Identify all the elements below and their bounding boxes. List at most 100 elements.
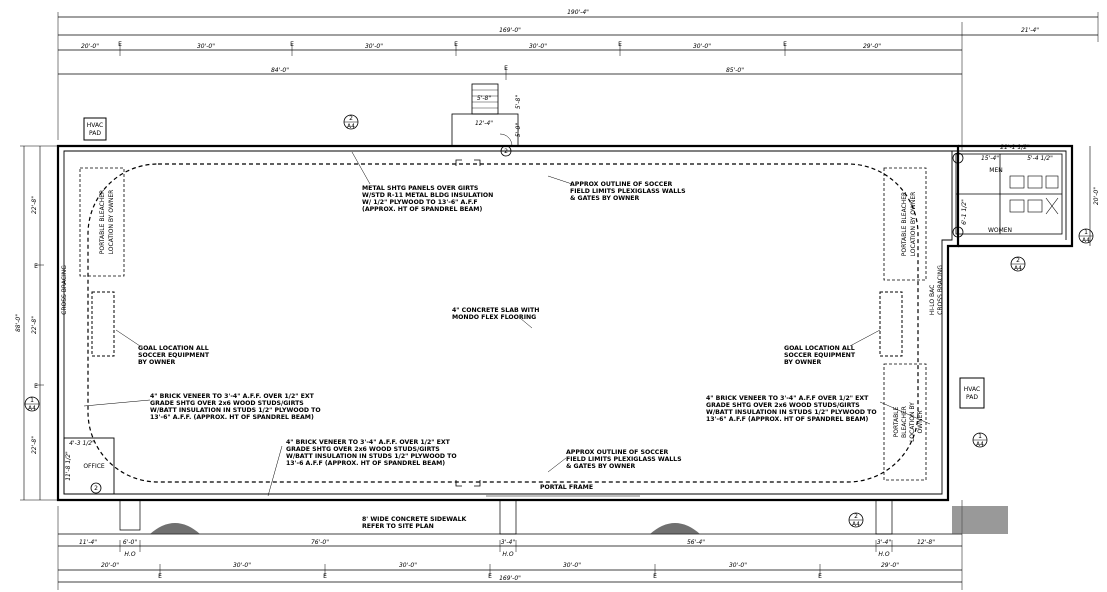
dim-ho: H.O [124,551,135,558]
dim-bottom-a-2: 6'-0" [123,539,137,546]
callout-sheet: A4 [1082,237,1090,244]
callout-sheet: A4 [1014,265,1022,272]
soccer-top-note: & GATES BY OWNER [570,195,639,202]
grid-marker: E [783,41,787,48]
goal-box-left [91,291,115,357]
bleacher-right-bottom-label: OWNER [917,410,924,433]
callout-number: 1 [978,433,982,440]
goal-left-note: SOCCER EQUIPMENT [138,352,210,359]
grid-marker: E [618,41,622,48]
dim-bottom-b-1: 20'-0" [101,562,119,569]
dim-office-h: 11'-8 1/2" [65,451,72,481]
portal-frame-label: PORTAL FRAME [540,484,593,491]
dim-restroom-v: 6'-1 1/2" [961,199,968,225]
dim-bottom-a-5: 56'-4" [687,539,705,546]
women-label: WOMEN [988,227,1012,234]
bottom-dimension-lines [58,540,962,583]
grid-marker: E [34,383,38,390]
hvac-pad-label: HVAC [964,386,980,393]
dim-bottom-b-4: 30'-0" [563,562,581,569]
soccer-field-outline [87,163,919,483]
soccer-bottom-note: APPROX OUTLINE OF SOCCER [566,449,669,456]
hvac-pad-label: PAD [89,130,101,137]
door-tag: 2 [504,148,508,155]
hvac-pad-top [83,117,107,141]
dim-stair-b: 12'-4" [475,120,493,127]
dim-bottom-b-6: 29'-0" [881,562,899,569]
building-walls [56,144,1074,502]
dim-top-mid-right: 85'-0" [726,67,744,74]
sidewalk-note: REFER TO SITE PLAN [362,523,434,530]
metal-note: W/STD R-11 METAL BLDG INSULATION [362,192,493,199]
dim-top-seg-5: 30'-0" [693,43,711,50]
grid-marker: E [454,41,458,48]
dim-office-w: 4'-3 1/2" [69,440,95,447]
metal-note: (APPROX. HT OF SPANDREL BEAM) [362,206,482,213]
restroom-block [955,153,1063,235]
goal-left-note: GOAL LOCATION ALL [138,345,209,352]
dim-left-extent: 169'-0" [499,27,521,34]
dim-bottom-b-3: 30'-0" [399,562,417,569]
dim-right-extent: 21'-4" [1021,27,1039,34]
grid-marker: E [818,573,822,580]
brick-right-note: GRADE SHTG OVER 2x6 WOOD STUDS/GIRTS [706,402,860,409]
dim-left-seg-3: 22'-8" [31,436,38,454]
grid-marker: E [504,65,508,72]
grid-marker: E [158,573,162,580]
callout-sheet: A4 [347,123,355,130]
dim-right-side: 20'-0" [1093,187,1100,205]
office-room [63,437,115,495]
slab-note: 4" CONCRETE SLAB WITH [452,307,539,314]
soccer-bottom-note: FIELD LIMITS PLEXIGLASS WALLS [566,456,682,463]
section-callouts [24,114,1094,528]
dim-bottom-a-7: 12'-8" [917,539,935,546]
dim-overall-top: 190'-4" [567,9,589,16]
door-tag: 2 [94,485,98,492]
brick-right-note: 4" BRICK VENEER TO 3'-4" A.F.F OVER 1/2"… [706,395,869,402]
soccer-top-note: FIELD LIMITS PLEXIGLASS WALLS [570,188,686,195]
brick-right-note: W/BATT INSULATION IN STUDS 1/2" PLYWOOD … [706,409,877,416]
bleacher-right-top-label: PORTABLE BLEACHER [901,192,908,256]
callout-sheet: A4 [852,521,860,528]
brick-left-note: GRADE SHTG OVER 2x6 WOOD STUDS/GIRTS [150,400,304,407]
brick-bottom-note: W/BATT INSULATION IN STUDS 1/2" PLYWOOD … [286,453,457,460]
bleacher-right-top-label: LOCATION BY OWNER [910,192,917,257]
goal-right-note: SOCCER EQUIPMENT [784,352,856,359]
note-leaders [83,151,931,497]
dim-bottom-a-6: 3'-4" [877,539,891,546]
dim-ho: H.O [878,551,889,558]
bleacher-right-bottom-label: PORTABLE [893,406,900,437]
sidewalk [57,500,1008,590]
bleacher-left-label: LOCATION BY OWNER [108,190,115,255]
dim-top-seg-2: 30'-0" [197,43,215,50]
left-dimension-lines [20,145,1091,501]
dim-ho: H.O [502,551,513,558]
grid-marker: E [118,41,122,48]
grid-marker: E [323,573,327,580]
dim-bottom-b-5: 30'-0" [729,562,747,569]
metal-note: METAL SHTG PANELS OVER GIRTS [362,185,478,192]
slab-note: MONDO FLEX FLOORING [452,314,536,321]
cross-bracing-right-label: CROSS BRACING [937,265,944,315]
dim-restroom-b: 15'-4" [981,155,999,162]
grid-marker: E [488,573,492,580]
dim-top-mid-left: 84'-0" [271,67,289,74]
dim-restroom-a: 21'-1 1/2" [1000,144,1030,151]
dim-left-seg-2: 22'-8" [31,316,38,334]
dim-bottom-total: 169'-0" [499,575,521,582]
callout-sheet: A4 [28,405,36,412]
hi-lo-label: HI-LO BAC [929,285,936,316]
hvac-pad-right [959,377,985,409]
bleacher-right-bottom-label: LOCATION BY [909,402,916,442]
callout-number: 2 [1016,257,1020,264]
sidewalk-note: 8' WIDE CONCRETE SIDEWALK [362,516,467,523]
entry-stair [451,83,519,147]
dim-top-seg-3: 30'-0" [365,43,383,50]
dim-left-total: 88'-0" [15,314,22,332]
dim-stair-a: 5'-8" [477,95,491,102]
dim-restroom-c: 5'-4 1/2" [1027,155,1053,162]
soccer-top-note: APPROX OUTLINE OF SOCCER [570,181,673,188]
office-label: OFFICE [83,463,105,470]
grid-marker: E [290,41,294,48]
